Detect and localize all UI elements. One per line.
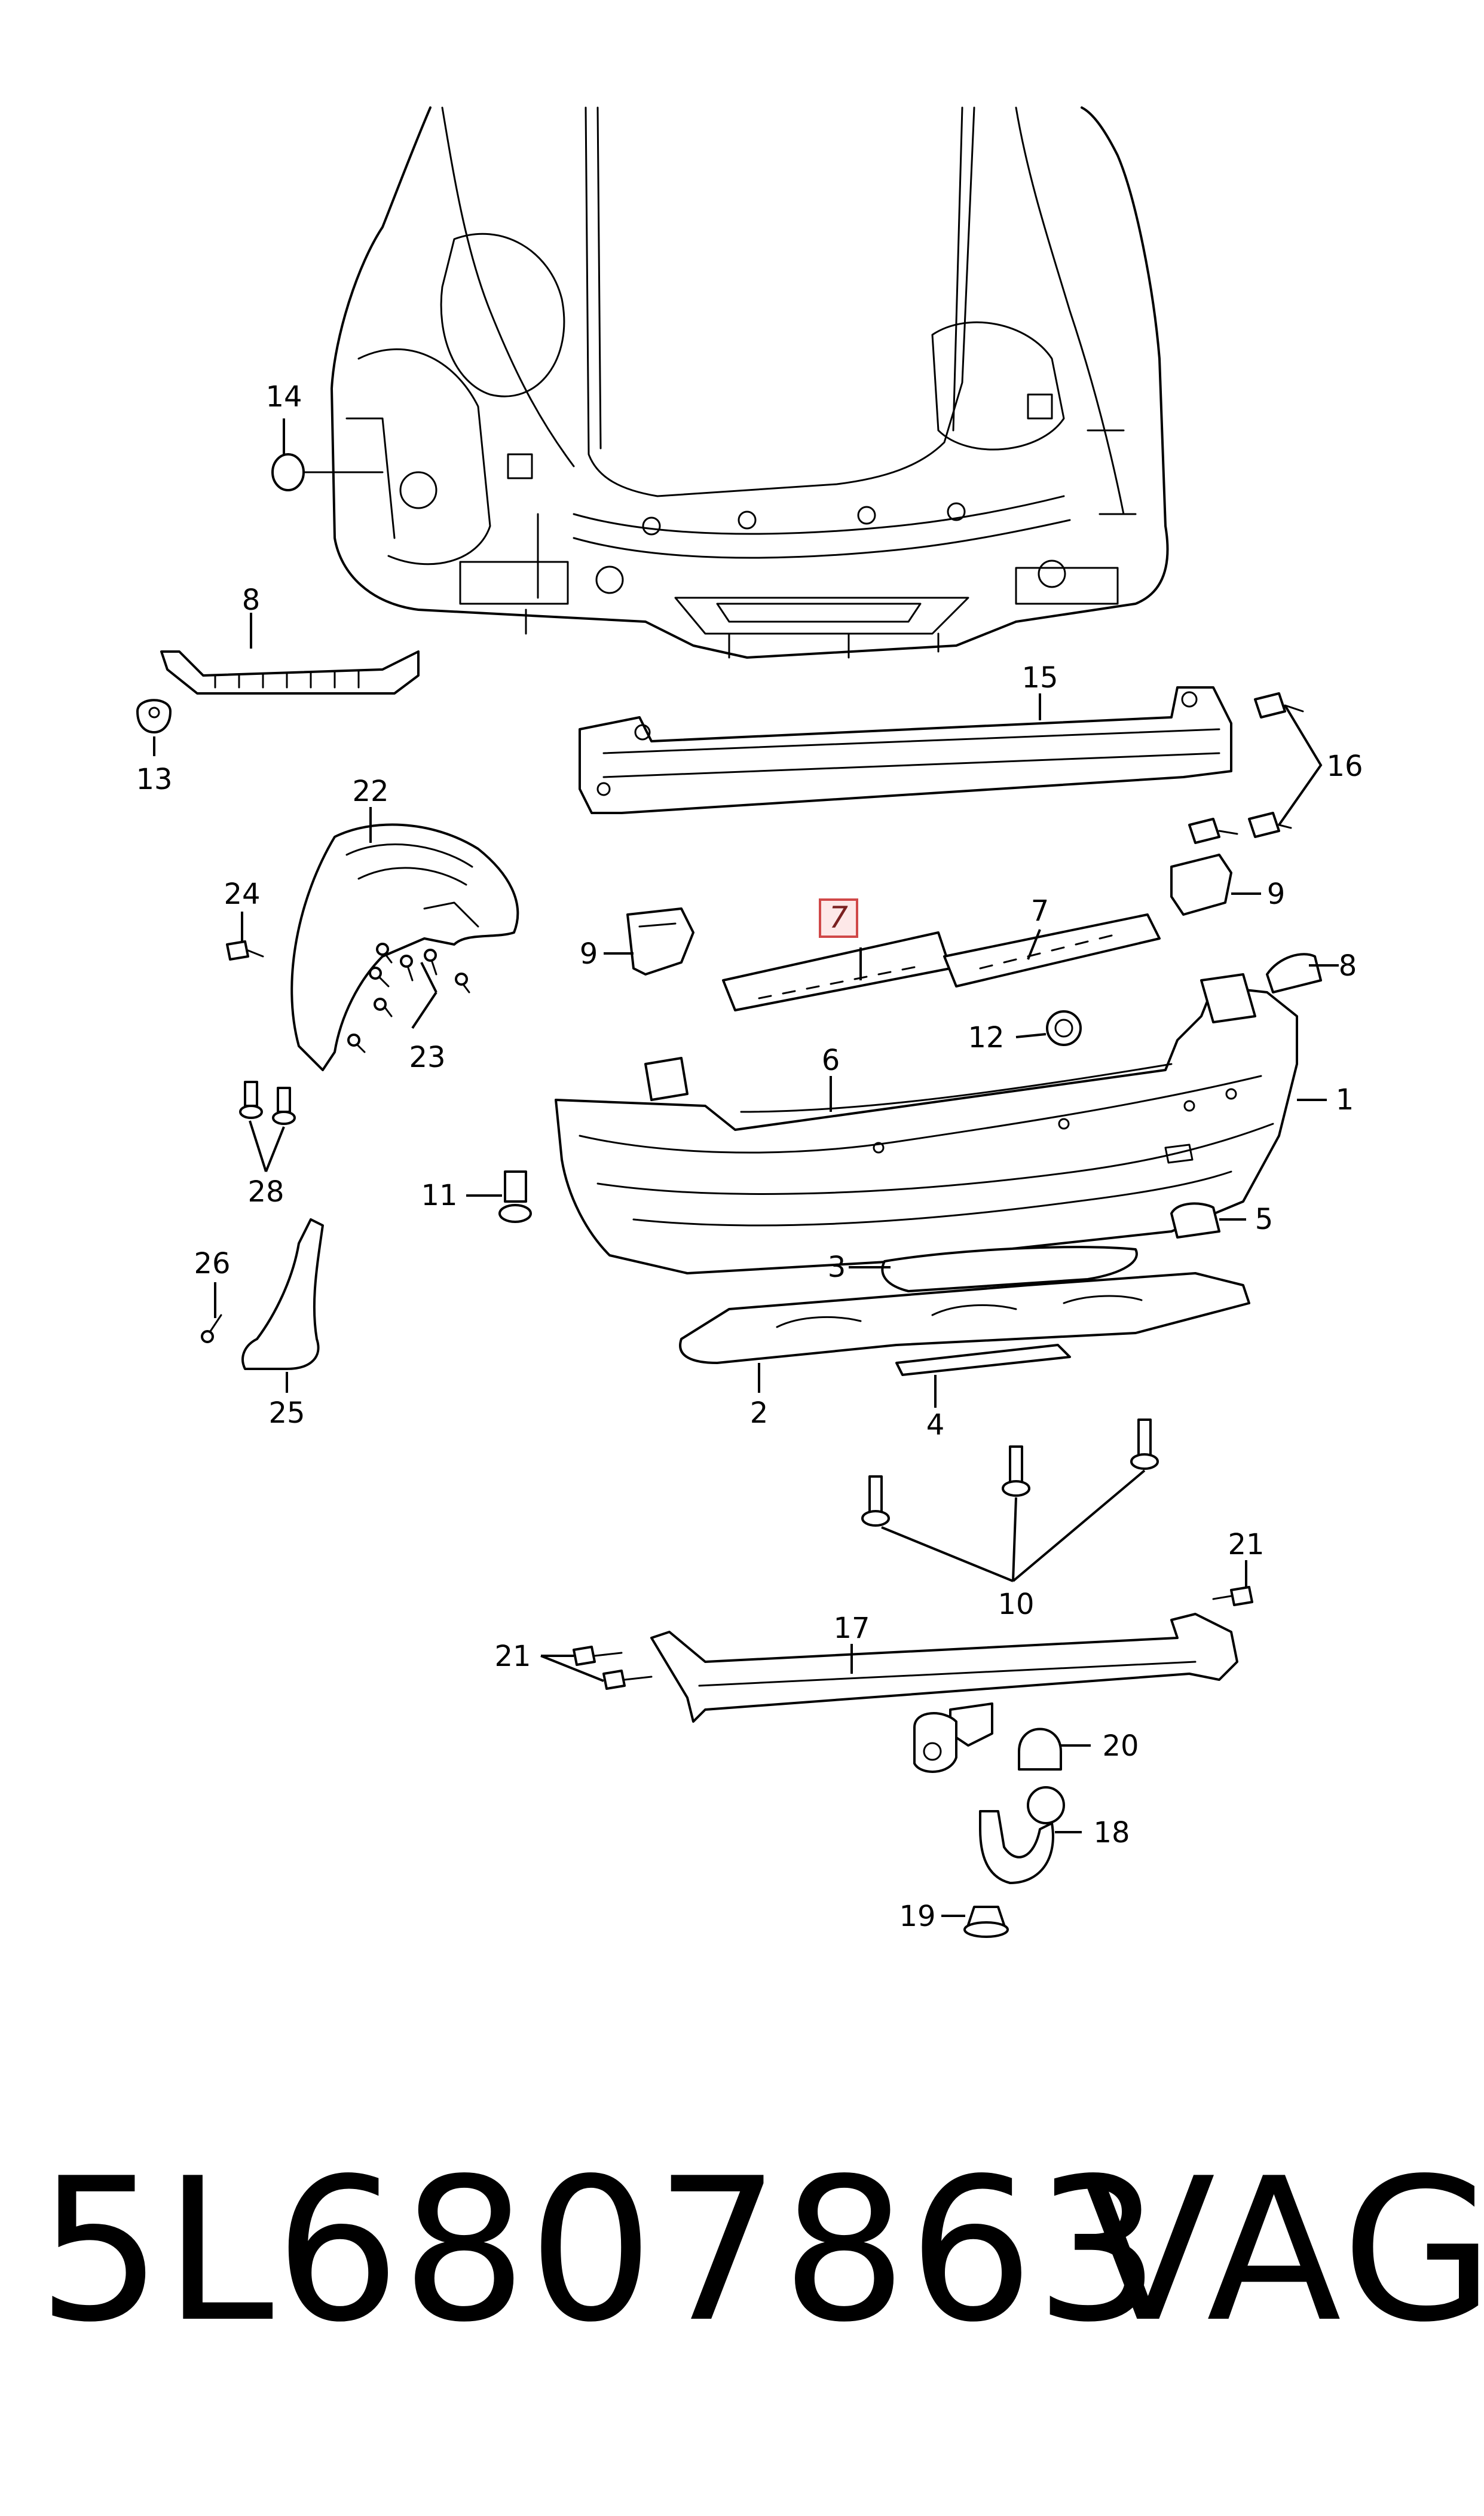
- callout-26: 26: [194, 1247, 230, 1280]
- part-20-cap: [1018, 1728, 1062, 1771]
- callout-1: 1: [1336, 1083, 1354, 1117]
- callout-14: 14: [265, 380, 302, 414]
- highlight-box: [819, 898, 858, 938]
- part-25-mud-flap: [241, 1218, 324, 1370]
- leader-lines: [153, 418, 1339, 1917]
- callout-21-left: 21: [494, 1640, 531, 1673]
- callout-8-right: 8: [1339, 949, 1357, 983]
- callout-21-right: 21: [1228, 1528, 1264, 1561]
- callout-9-right: 9: [1267, 878, 1286, 911]
- part-2-diffuser: [679, 1272, 1250, 1364]
- part-24-screw: [226, 940, 264, 961]
- part-8-right-bracket: [1266, 953, 1322, 993]
- part-8-left-bracket: [160, 650, 420, 695]
- part-14-bush: [271, 453, 384, 491]
- part-7-guides: [722, 913, 1161, 1011]
- part-1-bumper-cover: [555, 973, 1298, 1274]
- brand-label: VAG: [1081, 2136, 1484, 2365]
- part-9-right-bracket: [1170, 854, 1232, 916]
- part-19-nut: [963, 1906, 1009, 1938]
- callout-17: 17: [833, 1612, 870, 1645]
- part-6-trim-strip: [740, 1063, 1173, 1113]
- part-5-cap: [1170, 1202, 1220, 1239]
- callout-13: 13: [136, 763, 172, 796]
- part-4-strip: [895, 1344, 1071, 1376]
- callout-28: 28: [247, 1175, 284, 1209]
- part-11-retainer: [498, 1170, 532, 1223]
- part-9-left-bracket: [626, 907, 694, 976]
- part-17-towbar-carrier: [650, 1613, 1238, 1773]
- callout-6: 6: [822, 1044, 840, 1077]
- part-13-clip: [136, 699, 172, 733]
- callout-2: 2: [750, 1396, 769, 1430]
- part-3-grille: [881, 1246, 1138, 1292]
- callout-8: 8: [242, 583, 261, 617]
- part-26-screw: [201, 1314, 222, 1343]
- callout-16: 16: [1326, 750, 1363, 783]
- callout-7: 7: [1031, 894, 1049, 928]
- callout-22: 22: [352, 775, 388, 808]
- part-15-impact-bar: [579, 686, 1232, 814]
- rear-body-shell: [331, 106, 1169, 659]
- highlight-label: 7: [829, 900, 848, 935]
- callout-11: 11: [421, 1179, 457, 1212]
- callout-10: 10: [998, 1588, 1034, 1621]
- callout-15: 15: [1021, 661, 1058, 695]
- callout-4: 4: [926, 1408, 945, 1442]
- callout-18: 18: [1093, 1816, 1130, 1849]
- callout-12: 12: [968, 1021, 1004, 1054]
- part-16-bolts: [1188, 692, 1304, 844]
- part-number: 5L6807863: [37, 2136, 1162, 2365]
- callout-20: 20: [1102, 1729, 1139, 1763]
- part-28-nuts: [239, 1081, 296, 1125]
- part-21-bolts: [573, 1586, 1253, 1690]
- part-18-ball-head: [979, 1786, 1065, 1884]
- callout-9-left: 9: [580, 937, 598, 971]
- part-10-bolts: [861, 1419, 1159, 1527]
- callout-19: 19: [899, 1900, 935, 1933]
- part-23-screws: [347, 943, 470, 1053]
- callout-5: 5: [1255, 1203, 1274, 1236]
- callout-25: 25: [268, 1396, 305, 1430]
- footer: 5L6807863 VAG: [0, 2152, 1484, 2391]
- callout-24: 24: [224, 878, 260, 911]
- callout-23: 23: [409, 1041, 445, 1074]
- part-12-clip: [1046, 1010, 1082, 1046]
- callout-3: 3: [828, 1251, 846, 1284]
- part-22-wheel-liner: [290, 823, 519, 1071]
- callout-labels: 14 8 13 15 16 22 24 23 9 7 9 8 12 6 1 28…: [136, 380, 1363, 1933]
